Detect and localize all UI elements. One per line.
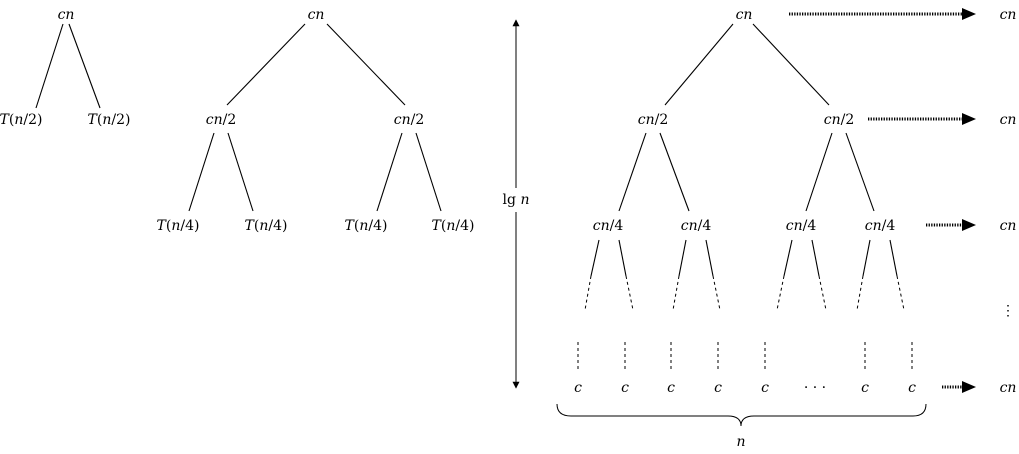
tree-b-edge-root-right (326, 23, 406, 106)
tree-c-edge-l-l (618, 132, 647, 212)
tree-c-edge-root-left (664, 23, 734, 106)
tree-c-edge-l-r (659, 132, 690, 212)
tree-c-level3-edges (584, 239, 905, 311)
tree-c-leaf: c (714, 380, 722, 396)
tree-c-level2-node-2: cn/4 (681, 218, 712, 234)
level-cost-label: cn (1000, 218, 1017, 234)
tree-c-edge-r-r (845, 132, 875, 212)
tree-a: cn T(n/2) T(n/2) (0, 7, 130, 128)
level-cost-row-1: cn (868, 112, 1016, 128)
dotted-arrow-head-icon (962, 8, 976, 20)
tree-b-root: cn (308, 7, 325, 23)
tree-a-edge-left (35, 23, 64, 109)
tree-c-leaves: c c c c c · · · c c (574, 380, 916, 396)
tree-c-level2-node-1: cn/4 (593, 218, 624, 234)
tree-c-leaf: c (908, 380, 916, 396)
tree-c-leaf: c (761, 380, 769, 396)
tree-height-indicator: lg n (503, 19, 530, 389)
level-cost-label: cn (1000, 112, 1017, 128)
tree-c-edge-r-l (805, 132, 833, 212)
tree-b-edge-root-left (226, 23, 306, 106)
level-cost-row-leaves: cn (942, 380, 1016, 396)
leaf-count-label: n (736, 434, 745, 450)
tree-a-child-1: T(n/2) (0, 112, 42, 128)
dotted-arrow-head-icon (962, 113, 976, 125)
tree-a-child-2: T(n/2) (88, 112, 131, 128)
tree-b-level2-node-4: T(n/4) (432, 218, 475, 234)
level-cost-row-2: cn (926, 218, 1016, 234)
level-cost-vertical-ellipsis: ⋮ (1001, 303, 1015, 319)
level-cost-label: cn (1000, 380, 1017, 396)
tree-b-level2-node-3: T(n/4) (345, 218, 388, 234)
tree-c-leaf-ellipsis: · · · (804, 380, 826, 396)
tree-c-root: cn (736, 7, 753, 23)
tree-c-level2-node-4: cn/4 (865, 218, 896, 234)
tree-c-leaf: c (574, 380, 582, 396)
tree-b-edge-r-l (376, 132, 403, 212)
dotted-arrow-head-icon (962, 381, 976, 393)
tree-b-level2-node-2: T(n/4) (245, 218, 288, 234)
tree-c-level2-node-3: cn/4 (786, 218, 817, 234)
level-cost-label: cn (1000, 7, 1017, 23)
tree-c: cn cn/2 cn/2 cn/4 cn/4 cn/4 cn/4 c c c c… (556, 7, 927, 450)
tree-b-level2-node-1: T(n/4) (157, 218, 200, 234)
tree-b-level1-node-2: cn/2 (394, 112, 424, 128)
leaf-count-brace-icon (556, 403, 927, 427)
level-cost-column: cn cn cn ⋮ cn (789, 7, 1016, 396)
tree-b-edge-l-r (227, 132, 254, 212)
tree-c-edge-root-right (752, 23, 830, 106)
tree-c-leaf-connectors (577, 342, 913, 372)
tree-a-root: cn (58, 7, 75, 23)
dotted-arrow-head-icon (962, 219, 976, 231)
height-label: lg n (503, 192, 530, 208)
tree-c-level1-node-1: cn/2 (638, 112, 668, 128)
tree-a-edge-right (68, 23, 101, 109)
tree-b: cn cn/2 cn/2 T(n/4) T(n/4) T(n/4) T(n/4) (157, 7, 475, 234)
tree-c-leaf: c (667, 380, 675, 396)
tree-c-leaf: c (861, 380, 869, 396)
tree-b-edge-r-r (415, 132, 442, 212)
tree-b-level1-node-1: cn/2 (206, 112, 236, 128)
tree-b-edge-l-l (188, 132, 215, 212)
level-cost-row-0: cn (789, 7, 1016, 23)
tree-c-leaf: c (621, 380, 629, 396)
tree-c-level1-node-2: cn/2 (824, 112, 854, 128)
